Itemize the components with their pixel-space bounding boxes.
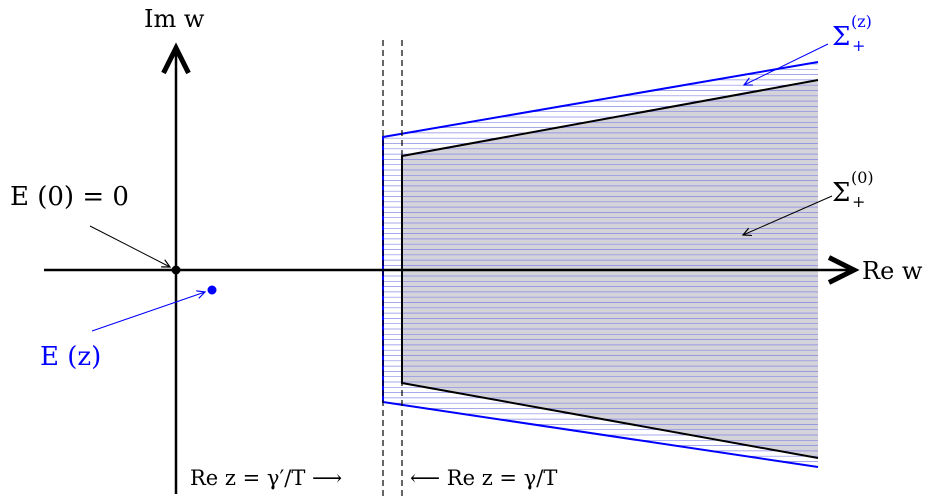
origin-label: E (0) = 0 (10, 182, 129, 212)
point-z-pointer-arrow (91, 292, 205, 332)
svg-text:Σ: Σ (832, 22, 850, 52)
origin-pointer-arrow (89, 225, 170, 267)
svg-text:+: + (852, 192, 865, 211)
imaginary-axis-label: Im w (144, 5, 205, 33)
point-z (207, 285, 217, 295)
origin-point (171, 265, 181, 275)
sigma-zero-label: Σ (0) + (832, 168, 874, 211)
hatch-pattern-inner (402, 84, 818, 457)
svg-text:+: + (852, 36, 865, 55)
svg-text:(0): (0) (851, 168, 874, 187)
gamma-line-label: ⟵ Re z = γ/T (410, 466, 557, 490)
sigma-z-label: Σ (z) + (832, 12, 872, 55)
sigma-zero-pointer-arrow (743, 195, 833, 235)
gamma-prime-line-label: Re z = γ′/T ⟶ (190, 466, 342, 490)
svg-text:Σ: Σ (832, 178, 850, 208)
point-z-label: E (z) (40, 342, 101, 372)
sigma-z-pointer-arrow (744, 43, 829, 85)
real-axis-label: Re w (862, 257, 923, 285)
svg-text:(z): (z) (851, 12, 872, 31)
